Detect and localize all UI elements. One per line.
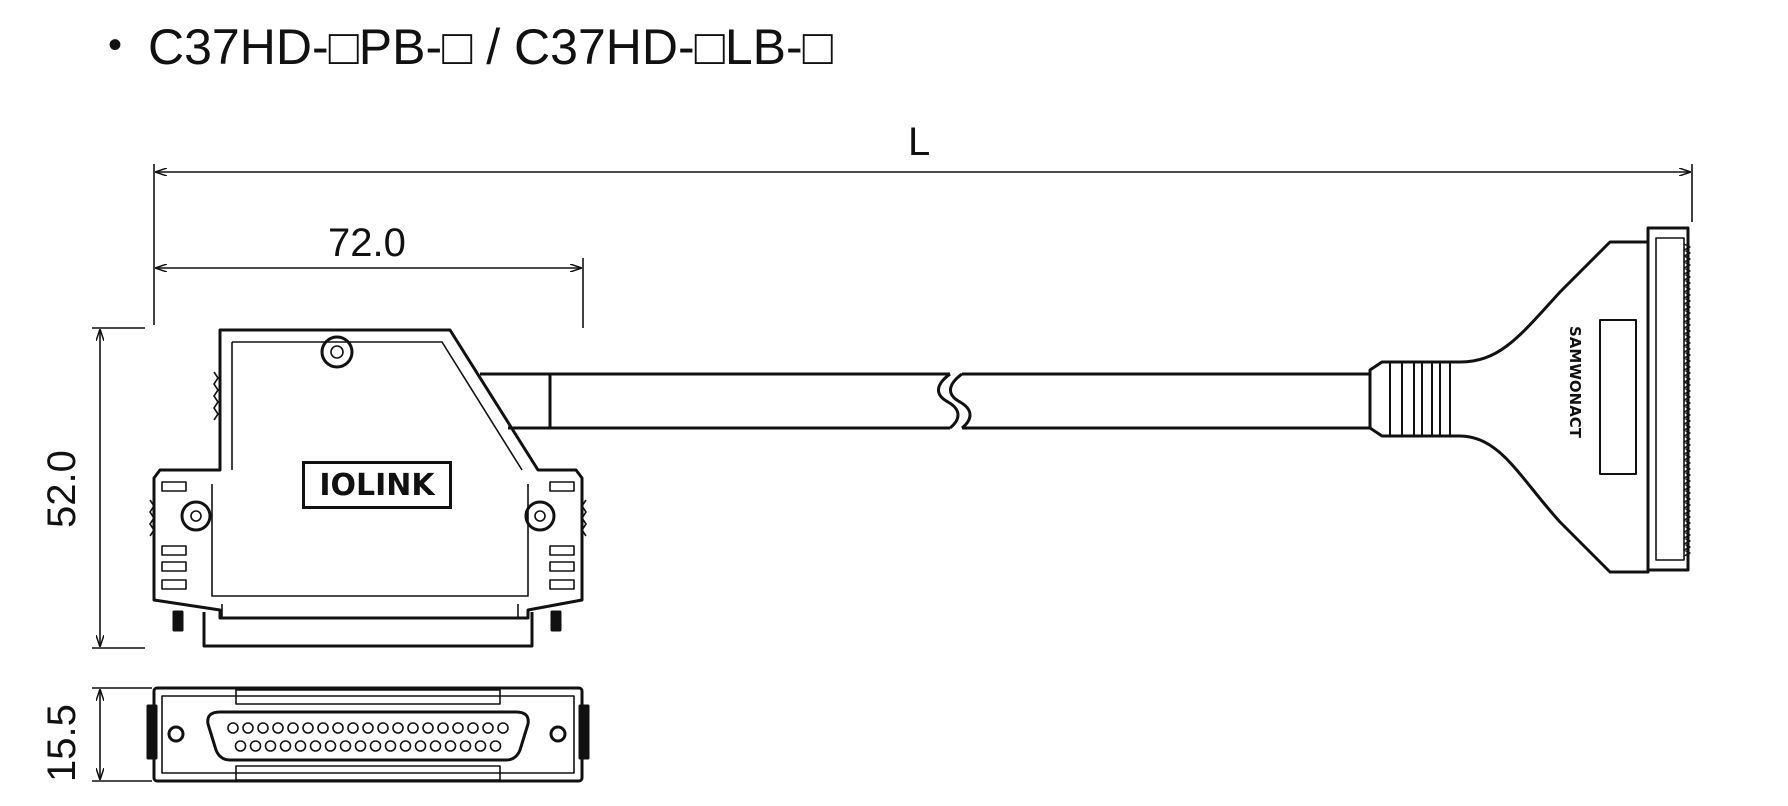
connector-header — [1646, 226, 1690, 572]
top-screw-icon — [320, 335, 354, 369]
hood-inner-base — [211, 484, 529, 597]
front-right-lug — [578, 704, 590, 760]
pin — [392, 722, 404, 734]
height-label: 52.0 — [40, 450, 84, 528]
label-window — [1599, 319, 1637, 475]
pin — [332, 722, 344, 734]
ribbon-connector — [1368, 226, 1691, 574]
pin — [384, 740, 397, 752]
connector-brand-label: SAMWONACT — [1566, 326, 1584, 439]
strain-rings — [1389, 362, 1451, 436]
pin — [347, 722, 359, 734]
dimension-lines — [92, 164, 1693, 782]
pin — [429, 740, 442, 752]
hood-outline — [152, 328, 584, 620]
title-bullet: • — [108, 23, 123, 67]
hood-inner-line — [232, 341, 523, 471]
pin — [302, 722, 314, 734]
front-bottom-tab — [235, 765, 501, 781]
pin — [287, 722, 299, 734]
pin — [279, 740, 292, 752]
pin — [437, 722, 449, 734]
front-left-lug — [146, 704, 158, 760]
front-left-hole — [167, 725, 185, 743]
pin — [234, 740, 247, 752]
right-slot — [549, 481, 575, 492]
cable-strain-relief — [480, 372, 552, 430]
pin — [452, 722, 464, 734]
brand-logo: IOLINK — [302, 461, 452, 509]
pin — [474, 740, 487, 752]
cable — [480, 372, 1370, 430]
pin — [294, 740, 307, 752]
front-right-hole — [549, 725, 567, 743]
cable-break-left — [937, 372, 960, 430]
left-pin — [172, 610, 184, 632]
left-slot — [161, 481, 187, 492]
pin — [407, 722, 419, 734]
length-label: L — [908, 120, 931, 164]
pin — [482, 722, 494, 734]
pin — [369, 740, 382, 752]
pin — [497, 722, 509, 734]
width-label: 72.0 — [328, 221, 406, 265]
front-top-tab — [235, 689, 501, 705]
pin-field — [227, 722, 509, 752]
pin — [459, 740, 472, 752]
right-pin — [550, 610, 562, 632]
pin — [489, 740, 502, 752]
drawing-title: • C37HD-□PB-□ / C37HD-□LB-□ — [108, 18, 833, 76]
depth-label: 15.5 — [40, 704, 84, 782]
pin — [339, 740, 352, 752]
right-screw-icon — [524, 500, 556, 532]
pin — [257, 722, 269, 734]
pin — [414, 740, 427, 752]
front-outline — [152, 686, 584, 783]
dsub-shell — [206, 710, 530, 762]
pin — [264, 740, 277, 752]
pin — [377, 722, 389, 734]
pin — [317, 722, 329, 734]
pin — [227, 722, 239, 734]
pin — [399, 740, 412, 752]
pin — [272, 722, 284, 734]
pin — [324, 740, 337, 752]
pin — [242, 722, 254, 734]
pin — [249, 740, 262, 752]
pin — [422, 722, 434, 734]
title-text: C37HD-□PB-□ / C37HD-□LB-□ — [148, 19, 833, 75]
pin — [309, 740, 322, 752]
hood-flange — [202, 612, 534, 648]
cable-break-right — [949, 372, 972, 430]
pin — [362, 722, 374, 734]
pin — [354, 740, 367, 752]
connector-body — [1368, 240, 1650, 574]
front-view — [146, 686, 590, 783]
connector-teeth — [1683, 243, 1691, 557]
pin — [467, 722, 479, 734]
pin — [444, 740, 457, 752]
dsub-hood — [149, 328, 587, 648]
left-screw-icon — [180, 500, 212, 532]
